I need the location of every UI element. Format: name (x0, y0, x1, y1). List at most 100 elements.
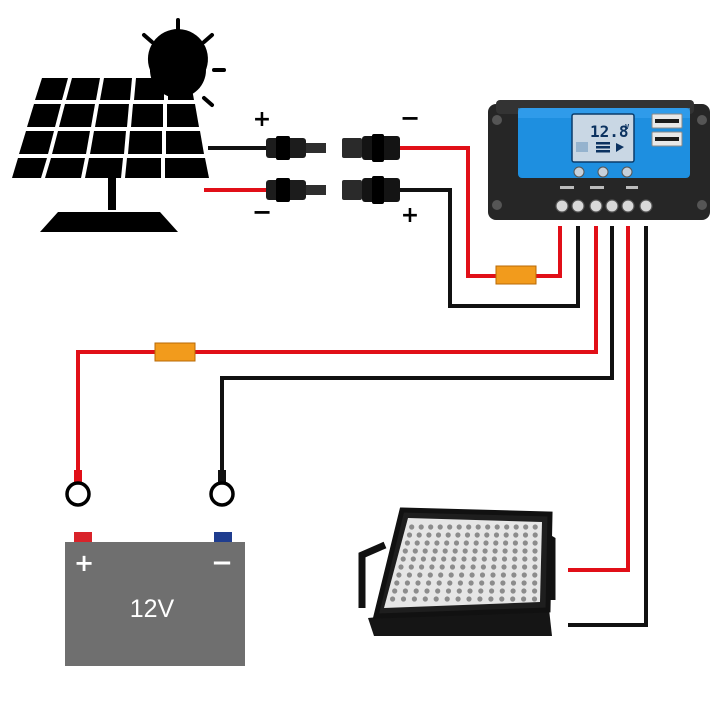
led-dot (479, 580, 485, 586)
led-dot (424, 588, 430, 594)
led-dot (488, 596, 494, 602)
led-dot (448, 572, 454, 578)
led-dot (415, 580, 421, 586)
led-dot (494, 524, 500, 530)
battery-icon (65, 532, 245, 666)
led-dot (396, 572, 402, 578)
controller-buttons (573, 166, 633, 178)
led-dot (512, 556, 518, 562)
led-dot (510, 596, 516, 602)
led-dot (493, 532, 500, 538)
led-dot (466, 596, 472, 602)
led-dot (444, 540, 450, 546)
load-negative-wire (568, 226, 648, 627)
led-dot (462, 548, 468, 554)
led-dot (456, 588, 462, 594)
battery-negative-symbol: − (211, 548, 233, 578)
led-dot (447, 580, 453, 586)
led-dot (499, 596, 505, 602)
led-dot (472, 548, 478, 554)
led-dot (522, 556, 528, 562)
led-dot (417, 572, 423, 578)
led-dot (457, 580, 463, 586)
led-dot (404, 580, 410, 586)
led-dot (491, 564, 497, 570)
led-dot (429, 564, 435, 570)
led-dot (414, 540, 420, 546)
led-dot (522, 548, 528, 554)
led-dot (400, 556, 406, 562)
led-dot (419, 564, 425, 570)
led-dot (451, 556, 457, 562)
led-dot (491, 556, 497, 562)
led-dot (444, 596, 450, 602)
ring-terminal-icon (209, 470, 235, 507)
led-dot (467, 588, 473, 594)
led-dot (422, 548, 428, 554)
led-dot (459, 572, 465, 578)
led-dot (532, 524, 538, 530)
led-dot (499, 588, 505, 594)
led-dot (436, 580, 442, 586)
led-dot (501, 564, 507, 570)
led-dot (431, 556, 437, 562)
led-dot (406, 572, 412, 578)
lower-connector-symbol: + (401, 203, 419, 228)
led-dot (453, 540, 460, 546)
led-dot (424, 540, 430, 546)
led-dot (510, 580, 517, 586)
lcd-reading: 12.8 (590, 122, 629, 141)
solar-panel-icon (12, 78, 209, 232)
led-dot (521, 580, 527, 586)
led-dot (513, 532, 519, 538)
led-floodlight-icon (358, 507, 556, 636)
fuse-icon (154, 342, 196, 362)
led-dot (442, 548, 448, 554)
led-dot (490, 572, 496, 578)
led-dot (482, 548, 488, 554)
led-dot (452, 548, 458, 554)
usb-port-icon (651, 113, 683, 129)
led-dot (521, 588, 527, 594)
led-dot (500, 580, 506, 586)
led-dot (435, 532, 442, 538)
battery-positive-terminal (74, 532, 92, 544)
led-dot (461, 556, 467, 562)
led-dot (532, 588, 538, 594)
led-dot (503, 540, 509, 546)
led-dot (532, 564, 538, 570)
led-dot (523, 524, 529, 530)
led-dot (420, 556, 426, 562)
led-dot (400, 596, 407, 602)
battery-voltage-label: 12V (130, 595, 175, 623)
led-dot (532, 556, 538, 562)
led-dot (484, 532, 490, 538)
led-dot (522, 540, 528, 546)
led-dot (427, 572, 433, 578)
led-dot (532, 580, 538, 586)
led-dot (471, 556, 477, 562)
battery-negative-terminal (214, 532, 232, 544)
battery-body (65, 542, 245, 666)
led-dot (456, 524, 462, 530)
led-dot (426, 580, 432, 586)
led-dot (409, 524, 415, 530)
lcd-unit: V (625, 123, 630, 131)
led-dot (434, 540, 440, 546)
led-dot (416, 532, 422, 538)
battery-level-icon (596, 142, 624, 153)
upper-connector-symbol: − (400, 104, 420, 132)
led-dot (521, 596, 527, 602)
led-dot (445, 588, 452, 594)
led-dot (418, 524, 424, 530)
led-dot (532, 532, 538, 538)
led-dot (510, 588, 516, 594)
led-dot (511, 572, 517, 578)
led-dot (390, 596, 396, 602)
mc4-connector-icon (342, 176, 400, 204)
led-dot (522, 532, 529, 538)
led-dot (468, 580, 474, 586)
led-dot (483, 540, 489, 546)
led-dot (463, 540, 469, 546)
